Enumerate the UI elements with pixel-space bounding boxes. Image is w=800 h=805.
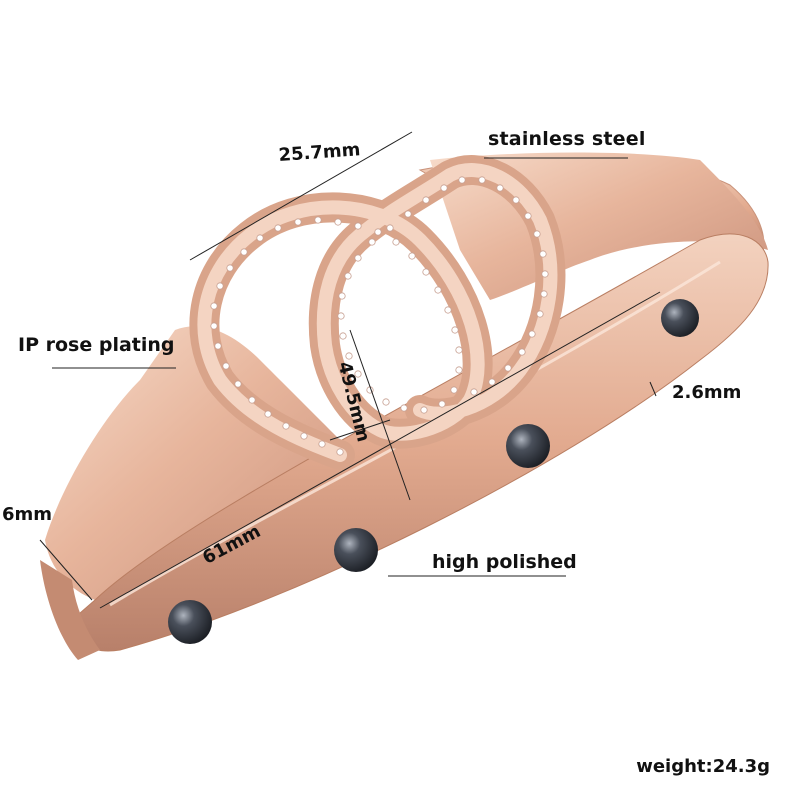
dimension-band-width: 6mm	[2, 504, 53, 525]
horseshoe-loop	[189, 155, 566, 470]
zircon-stones	[210, 176, 549, 456]
bangle-hinge	[40, 560, 100, 660]
dimension-band-thickness: 2.6mm	[672, 382, 742, 403]
weight-label: weight:24.3g	[636, 756, 770, 777]
bangle-left-plate	[45, 326, 355, 600]
dim-line-25-7	[189, 131, 413, 261]
stone-3	[506, 424, 550, 468]
leader-loop	[329, 419, 391, 441]
stone-2	[334, 528, 378, 572]
label-ip-rose-plating: IP rose plating	[18, 334, 175, 356]
stone-1	[168, 600, 212, 644]
stone-4	[661, 299, 699, 337]
horseshoe-inner-ridge	[197, 163, 558, 462]
dim-line-49-5	[349, 329, 411, 501]
band-stones	[168, 299, 699, 644]
dim-line-61	[99, 291, 661, 609]
dim-line-2-6	[649, 381, 657, 397]
dim-line-6	[39, 539, 93, 601]
dimension-lines	[39, 131, 661, 609]
label-high-polished: high polished	[432, 551, 577, 573]
label-stainless-steel: stainless steel	[488, 128, 646, 150]
bangle-band-highlight	[109, 260, 721, 607]
